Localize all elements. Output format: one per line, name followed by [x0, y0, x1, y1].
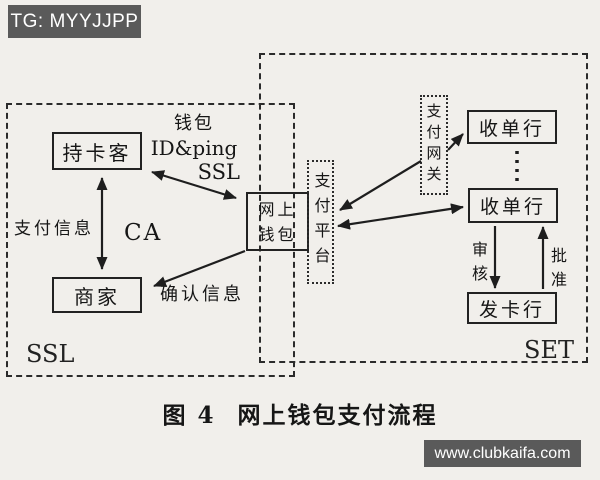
merchant-node: 商家: [52, 277, 142, 313]
website-watermark-badge: www.clubkaifa.com: [424, 440, 581, 467]
figure-title: 网上钱包支付流程: [237, 402, 438, 429]
acquirer-bank-bottom-node: 收单行: [468, 188, 558, 223]
online-wallet-label-line1: 网上: [258, 199, 297, 219]
set-region-label: SET: [524, 336, 574, 364]
issuer-bank-node: 发卡行: [467, 292, 557, 324]
figure-number: 图 4: [162, 402, 216, 429]
wallet-id-label-line1: 钱包: [174, 113, 214, 134]
payment-gateway-node: 支付网关: [420, 95, 448, 195]
online-wallet-node: 网上 钱包: [246, 192, 309, 251]
tg-watermark-badge: TG: MYYJJPP: [8, 5, 141, 38]
wallet-id-label-line3: SSL: [197, 160, 240, 184]
review-edge-label: 审核: [469, 241, 488, 289]
cardholder-node: 持卡客: [52, 132, 142, 170]
ssl-region-label: SSL: [26, 340, 75, 368]
wallet-id-label-line2: ID&ping: [150, 136, 238, 160]
acquirer-bank-top-node: 收单行: [467, 110, 557, 144]
confirm-info-edge-label: 确认信息: [160, 284, 244, 305]
approve-edge-label: 批准: [548, 247, 567, 295]
ca-label: CA: [124, 220, 163, 246]
payment-gateway-label: 支付网关: [424, 103, 443, 187]
ssl-region-box: [6, 103, 295, 377]
payment-platform-node: 支付平台: [307, 160, 334, 284]
figure-caption: 图 4 网上钱包支付流程: [0, 396, 600, 430]
payment-info-edge-label: 支付信息: [14, 219, 94, 239]
set-region-box: [259, 53, 588, 363]
online-wallet-label-line2: 钱包: [258, 224, 297, 244]
payment-platform-label: 支付平台: [311, 172, 331, 272]
wallet-id-ssl-edge-label: 钱包 ID&ping SSL: [148, 112, 240, 184]
